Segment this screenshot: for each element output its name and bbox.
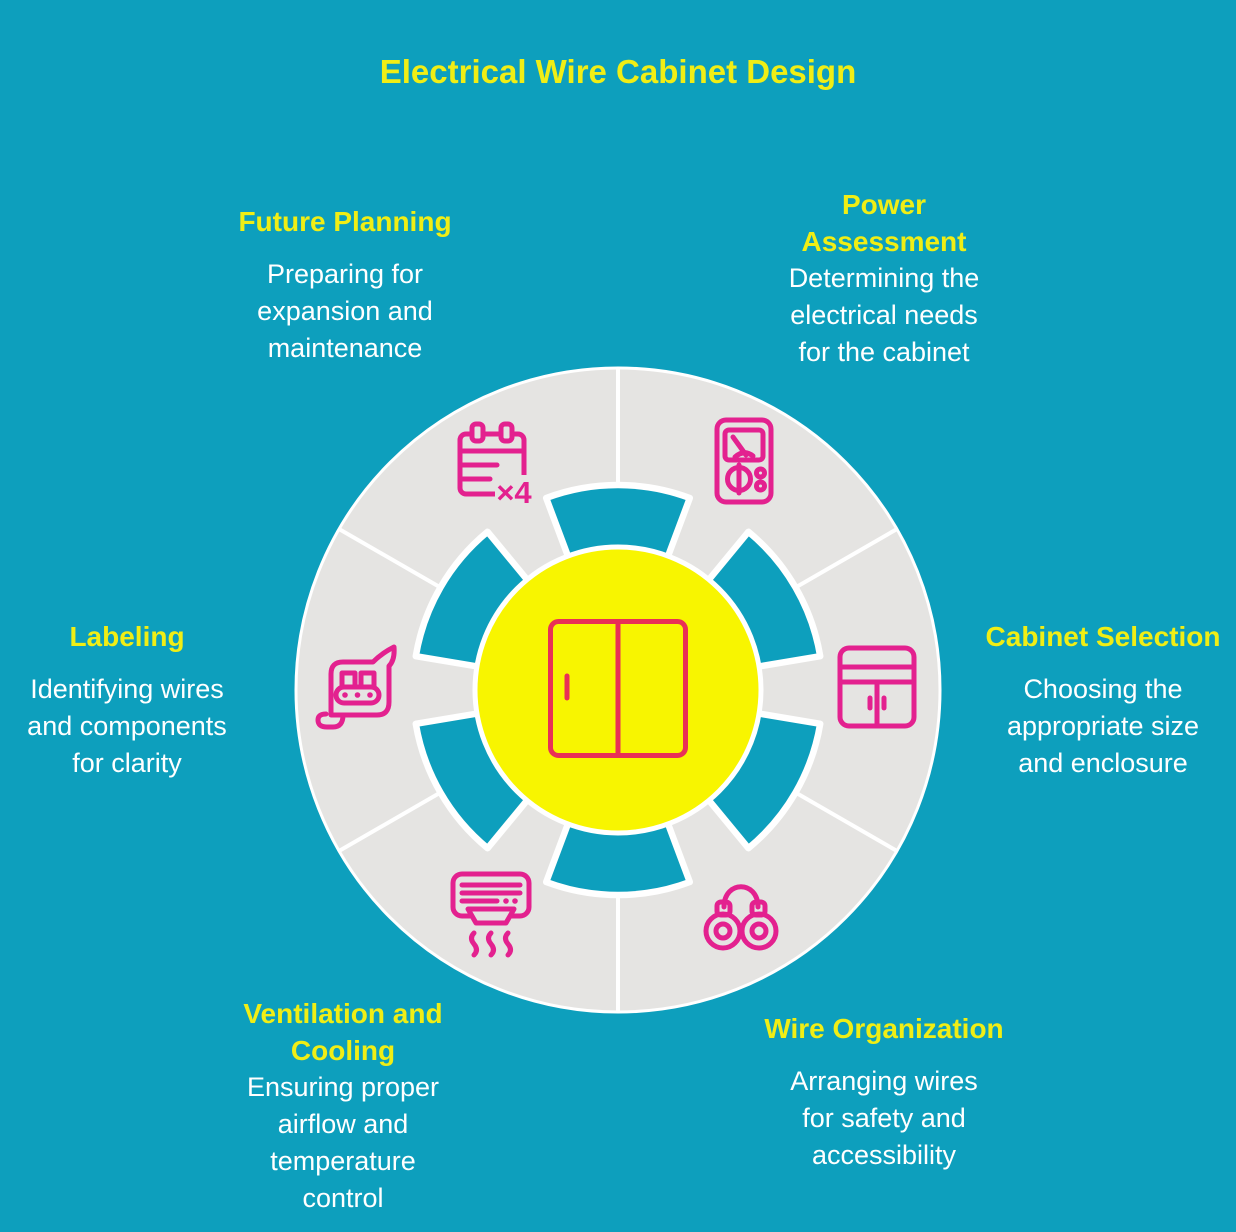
segment-label-ventilation-cooling: Ventilation and Cooling Ensuring proper …: [183, 995, 503, 1217]
blueprint-label-icon: [315, 644, 397, 730]
segment-heading: Power Assessment: [801, 189, 967, 257]
segment-description: Ensuring proper airflow and temperature …: [246, 1072, 440, 1213]
divider-line: [794, 790, 898, 853]
segment-label-labeling: Labeling Identifying wires and component…: [0, 618, 277, 782]
cabinet-icon: [837, 645, 917, 729]
divider-line: [338, 527, 442, 590]
air-conditioner-icon: [450, 871, 532, 958]
segment-label-future-planning: Future Planning Preparing for expansion …: [185, 203, 505, 367]
page-title: Electrical Wire Cabinet Design: [379, 53, 857, 90]
calendar-x4-icon: ×4: [457, 421, 535, 510]
wire-cabinet-icon: [548, 619, 688, 758]
ring-icons: ×4: [315, 417, 917, 958]
segment-description: Arranging wires for safety and accessibi…: [790, 1066, 978, 1170]
segment-label-power-assessment: Power Assessment Determining the electri…: [724, 186, 1044, 371]
divider-line: [794, 527, 898, 590]
segment-dividers: [338, 367, 898, 1013]
segment-description: Identifying wires and components for cla…: [27, 674, 227, 778]
calendar-badge: ×4: [496, 475, 532, 510]
segment-description: Choosing the appropriate size and enclos…: [1006, 674, 1200, 778]
segment-label-wire-organization: Wire Organization Arranging wires for sa…: [724, 1010, 1044, 1174]
segment-heading: Ventilation and Cooling: [243, 998, 443, 1066]
cable-spools-icon: [703, 884, 779, 951]
segment-description: Determining the electrical needs for the…: [788, 263, 980, 367]
segment-heading: Wire Organization: [764, 1013, 1004, 1044]
multimeter-icon: [714, 417, 774, 505]
segment-heading: Labeling: [69, 621, 185, 652]
segment-label-cabinet-selection: Cabinet Selection Choosing the appropria…: [953, 618, 1236, 782]
segment-description: Preparing for expansion and maintenance: [257, 259, 433, 363]
segment-heading: Future Planning: [238, 206, 452, 237]
segment-heading: Cabinet Selection: [985, 621, 1221, 652]
divider-line: [338, 790, 442, 853]
